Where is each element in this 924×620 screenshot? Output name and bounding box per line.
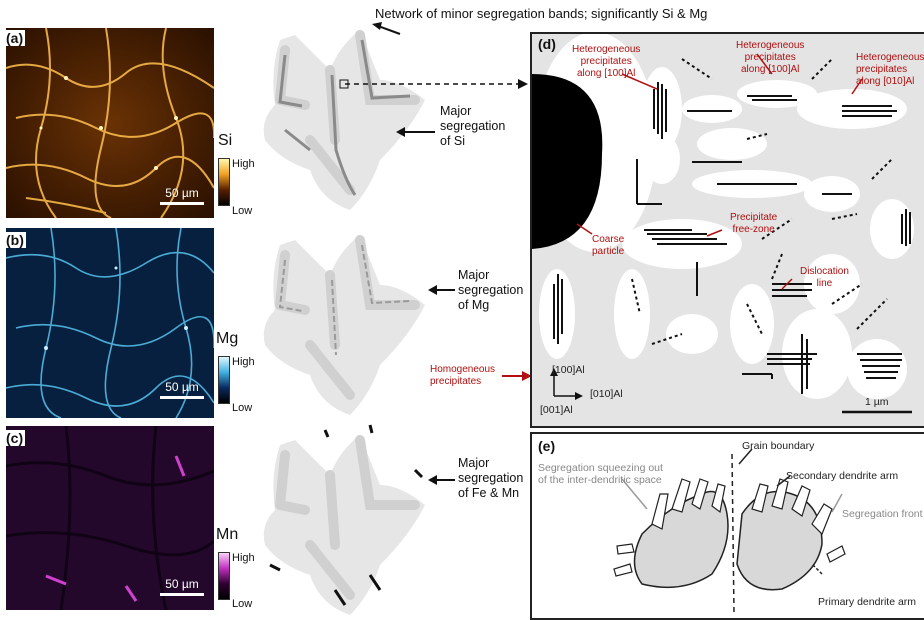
major-femn-line3: of Fe & Mn [458,486,523,501]
panel-d-drawing [532,34,924,426]
major-femn-line1: Major [458,456,523,471]
major-si-line3: of Si [440,134,505,149]
het100b-line1: Heterogeneous [736,40,804,52]
major-si-line2: segregation [440,119,505,134]
panel-c-label: (c) [4,430,25,446]
primary-arm-label: Primary dendrite arm [818,596,916,608]
network-note: Network of minor segregation bands; sign… [375,6,707,21]
pfz-line2: free-zone [730,224,777,236]
scale-bar-a-line [160,202,204,205]
het100-line1: Heterogeneous [572,44,640,56]
major-femn-note: Major segregation of Fe & Mn [458,456,523,501]
mg-schematic [264,235,425,415]
scale-bar-c: 50 µm [160,577,204,596]
major-mg-line3: of Mg [458,298,523,313]
scale-bar-b-label: 50 µm [160,380,204,394]
het100b-line2: precipitates [736,52,804,64]
panel-d-scale-label: 1 µm [865,396,889,408]
scale-bar-b: 50 µm [160,380,204,399]
panel-e-frame [530,432,924,620]
colorbar-si [218,158,230,206]
het010-line3: along [010]Al [856,76,924,88]
panel-a-label: (a) [4,30,25,46]
panel-d-label: (d) [536,36,558,52]
squeeze-note: Segregation squeezing out of the inter-d… [538,462,663,486]
pfz-note: Precipitate free-zone [730,212,777,236]
colorbar-mg [218,356,230,404]
panel-b-label: (b) [4,232,26,248]
panel-e-label: (e) [536,438,557,454]
major-mg-line1: Major [458,268,523,283]
panel-d-frame [530,32,924,428]
major-si-line1: Major [440,104,505,119]
axis-010-label: [010]Al [590,388,623,400]
coarse-line1: Coarse [592,234,624,246]
scale-bar-c-label: 50 µm [160,577,204,591]
het100-line3: along [100]Al [572,68,640,80]
element-label-mn: Mn [216,526,238,544]
het100-note: Heterogeneous precipitates along [100]Al [572,44,640,80]
scale-bar-a: 50 µm [160,186,204,205]
major-mg-note: Major segregation of Mg [458,268,523,313]
element-label-mg: Mg [216,330,238,348]
het010-line1: Heterogeneous [856,52,924,64]
femn-schematic [264,425,425,615]
squeeze-line1: Segregation squeezing out [538,462,663,474]
dislocation-line2: line [800,278,849,290]
het010-note: Heterogeneous precipitates along [010]Al [856,52,924,88]
grain-boundary-label: Grain boundary [742,440,814,452]
segregation-front-label: Segregation front [842,508,923,520]
colorbar-mn [218,552,230,600]
axis-001-label: [001]Al [540,404,573,416]
scale-bar-a-label: 50 µm [160,186,204,200]
si-schematic [264,30,425,210]
coarse-note: Coarse particle [592,234,624,258]
dislocation-line1: Dislocation [800,266,849,278]
het010-line2: precipitates [856,64,924,76]
homogeneous-line2: precipitates [430,376,495,388]
homogeneous-line1: Homogeneous [430,364,495,376]
het100b-line3: along [100]Al [736,64,804,76]
het100b-note: Heterogeneous precipitates along [100]Al [736,40,804,76]
squeeze-line2: of the inter-dendritic space [538,474,663,486]
coarse-line2: particle [592,246,624,258]
major-si-note: Major segregation of Si [440,104,505,149]
element-label-si: Si [218,132,232,150]
scale-bar-b-line [160,396,204,399]
scale-bar-c-line [160,593,204,596]
homogeneous-note: Homogeneous precipitates [430,364,495,388]
axis-100-label: [100]Al [552,364,585,376]
pfz-line1: Precipitate [730,212,777,224]
dislocation-note: Dislocation line [800,266,849,290]
major-mg-line2: segregation [458,283,523,298]
secondary-arm-label: Secondary dendrite arm [786,470,898,482]
major-femn-line2: segregation [458,471,523,486]
het100-line2: precipitates [572,56,640,68]
